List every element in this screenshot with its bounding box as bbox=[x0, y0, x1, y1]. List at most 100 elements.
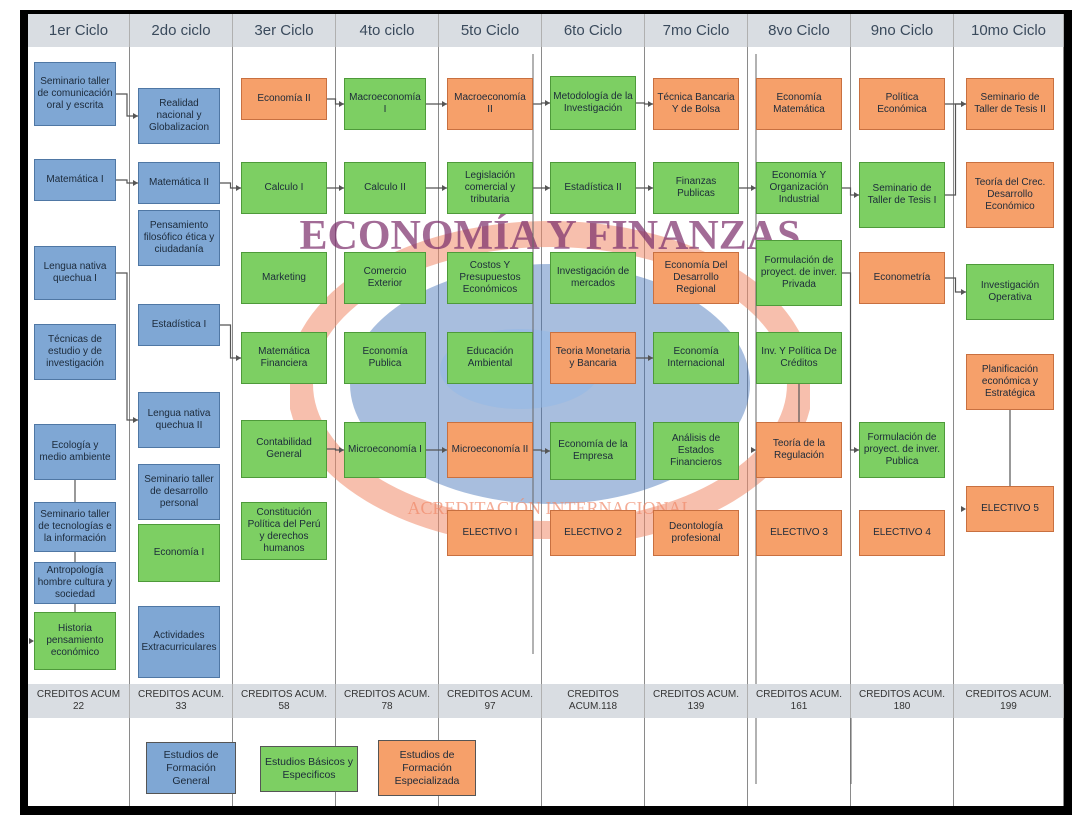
arrowhead bbox=[236, 185, 241, 191]
arrowhead bbox=[648, 101, 653, 107]
course-box: Técnicas de estudio y de investigación bbox=[34, 324, 116, 380]
credits-label: CREDITOS ACUM. bbox=[344, 689, 430, 700]
arrowhead bbox=[545, 100, 550, 106]
course-box: Calculo II bbox=[344, 162, 426, 214]
credits-label: CREDITOS ACUM. bbox=[447, 689, 533, 700]
course-box: Seminario taller de tecnologías e la inf… bbox=[34, 502, 116, 552]
course-box: Planificación económica y Estratégica bbox=[966, 354, 1054, 410]
credits-label: CREDITOS ACUM bbox=[36, 689, 121, 700]
arrowhead bbox=[751, 447, 756, 453]
course-box: Deontología profesional bbox=[653, 510, 739, 556]
arrowhead bbox=[339, 447, 344, 453]
credits-cell: CREDITOS ACUM.161 bbox=[748, 684, 851, 718]
course-box: Teoria Monetaria y Bancaria bbox=[550, 332, 636, 384]
credits-cell: CREDITOS ACUM.180 bbox=[851, 684, 954, 718]
arrowhead bbox=[339, 185, 344, 191]
arrowhead bbox=[133, 417, 138, 423]
cycle-column bbox=[542, 14, 645, 806]
course-box: Economía Internacional bbox=[653, 332, 739, 384]
course-box: Seminario taller de comunicación oral y … bbox=[34, 62, 116, 126]
course-box: Educación Ambiental bbox=[447, 332, 533, 384]
course-box: Teoría de la Regulación bbox=[756, 422, 842, 478]
credits-cell: CREDITOS ACUM.78 bbox=[336, 684, 439, 718]
cycle-header: 7mo Ciclo bbox=[645, 14, 748, 47]
course-box: Legislación comercial y tributaria bbox=[447, 162, 533, 214]
course-box: Costos Y Presupuestos Económicos bbox=[447, 252, 533, 304]
course-box: Historia pensamiento económico bbox=[34, 612, 116, 670]
cycle-header: 8vo Ciclo bbox=[748, 14, 851, 47]
cycle-column bbox=[28, 14, 130, 806]
course-box: Contabilidad General bbox=[241, 420, 327, 478]
cycle-header: 1er Ciclo bbox=[28, 14, 130, 47]
cycle-header: 3er Ciclo bbox=[233, 14, 336, 47]
course-box: Econometría bbox=[859, 252, 945, 304]
course-box: Política Económica bbox=[859, 78, 945, 130]
prerequisite-arrow bbox=[842, 272, 859, 451]
prerequisite-arrow bbox=[116, 272, 138, 421]
course-box: Formulación de proyect. de inver. Public… bbox=[859, 422, 945, 478]
cycle-header: 9no Ciclo bbox=[851, 14, 954, 47]
arrowhead bbox=[545, 185, 550, 191]
arrowhead bbox=[442, 101, 447, 107]
course-box: Economía I bbox=[138, 524, 220, 582]
course-box: Economía Publica bbox=[344, 332, 426, 384]
arrowhead bbox=[854, 192, 859, 198]
arrowhead bbox=[961, 506, 966, 512]
credits-label: CREDITOS ACUM. bbox=[653, 689, 739, 700]
course-box: Macroeconomía I bbox=[344, 78, 426, 130]
course-box: Actividades Extracurriculares bbox=[138, 606, 220, 678]
cycle-column bbox=[439, 14, 542, 806]
arrowhead bbox=[442, 185, 447, 191]
cycle-header: 2do ciclo bbox=[130, 14, 233, 47]
credits-value: 199 bbox=[1000, 701, 1017, 712]
emblem-title: ECONOMÍA Y FINANZAS bbox=[300, 212, 801, 259]
arrowhead bbox=[854, 447, 859, 453]
course-box: Estadística II bbox=[550, 162, 636, 214]
credits-label: CREDITOS ACUM. bbox=[138, 689, 224, 700]
credits-label: CREDITOS ACUM. bbox=[756, 689, 842, 700]
credits-value: 180 bbox=[893, 701, 911, 712]
cycle-column bbox=[130, 14, 233, 806]
course-box: Macroeconomía II bbox=[447, 78, 533, 130]
credits-label: CREDITOS ACUM. bbox=[859, 689, 945, 700]
credits-label: CREDITOS ACUM. bbox=[241, 689, 327, 700]
course-box: Economía de la Empresa bbox=[550, 422, 636, 480]
credits-cell: CREDITOS ACUM.97 bbox=[439, 684, 542, 718]
prerequisite-arrow bbox=[945, 277, 966, 293]
cycle-header: 5to Ciclo bbox=[439, 14, 542, 47]
credits-value: 22 bbox=[72, 701, 85, 712]
course-box: Teoría del Crec. Desarrollo Económico bbox=[966, 162, 1054, 228]
credits-label: CREDITOS bbox=[567, 689, 619, 700]
arrowhead bbox=[133, 113, 138, 119]
course-box: Lengua nativa quechua I bbox=[34, 246, 116, 300]
course-box: Economía II bbox=[241, 78, 327, 120]
cycle-column bbox=[336, 14, 439, 806]
credits-cell: CREDITOS ACUM.58 bbox=[233, 684, 336, 718]
course-box: Formulación de proyect. de inver. Privad… bbox=[756, 240, 842, 306]
course-box: ELECTIVO I bbox=[447, 510, 533, 556]
course-box: ELECTIVO 5 bbox=[966, 486, 1054, 532]
arrowhead bbox=[236, 355, 241, 361]
credits-value: 58 bbox=[278, 701, 290, 712]
course-box: Microeconomía I bbox=[344, 422, 426, 478]
prerequisite-arrow bbox=[220, 182, 241, 189]
course-box: ELECTIVO 2 bbox=[550, 510, 636, 556]
credits-value: 161 bbox=[790, 701, 808, 712]
course-box: Realidad nacional y Globalizacion bbox=[138, 88, 220, 144]
course-box: Constitución Política del Perú y derecho… bbox=[241, 502, 327, 560]
cycle-header: 4to ciclo bbox=[336, 14, 439, 47]
arrowhead bbox=[648, 355, 653, 361]
prerequisite-arrow bbox=[945, 103, 966, 196]
cycle-column bbox=[645, 14, 748, 806]
legend-item: Estudios de Formación Especializada bbox=[378, 740, 476, 796]
credits-cell: CREDITOS ACUM.199 bbox=[954, 684, 1064, 718]
course-box: Investigación Operativa bbox=[966, 264, 1054, 320]
prerequisite-arrow bbox=[116, 93, 138, 117]
course-box: Inv. Y Política De Créditos bbox=[756, 332, 842, 384]
legend-item: Estudios Básicos y Especificos bbox=[260, 746, 358, 792]
cycle-header: 10mo Ciclo bbox=[954, 14, 1064, 47]
cycle-column bbox=[851, 14, 954, 806]
